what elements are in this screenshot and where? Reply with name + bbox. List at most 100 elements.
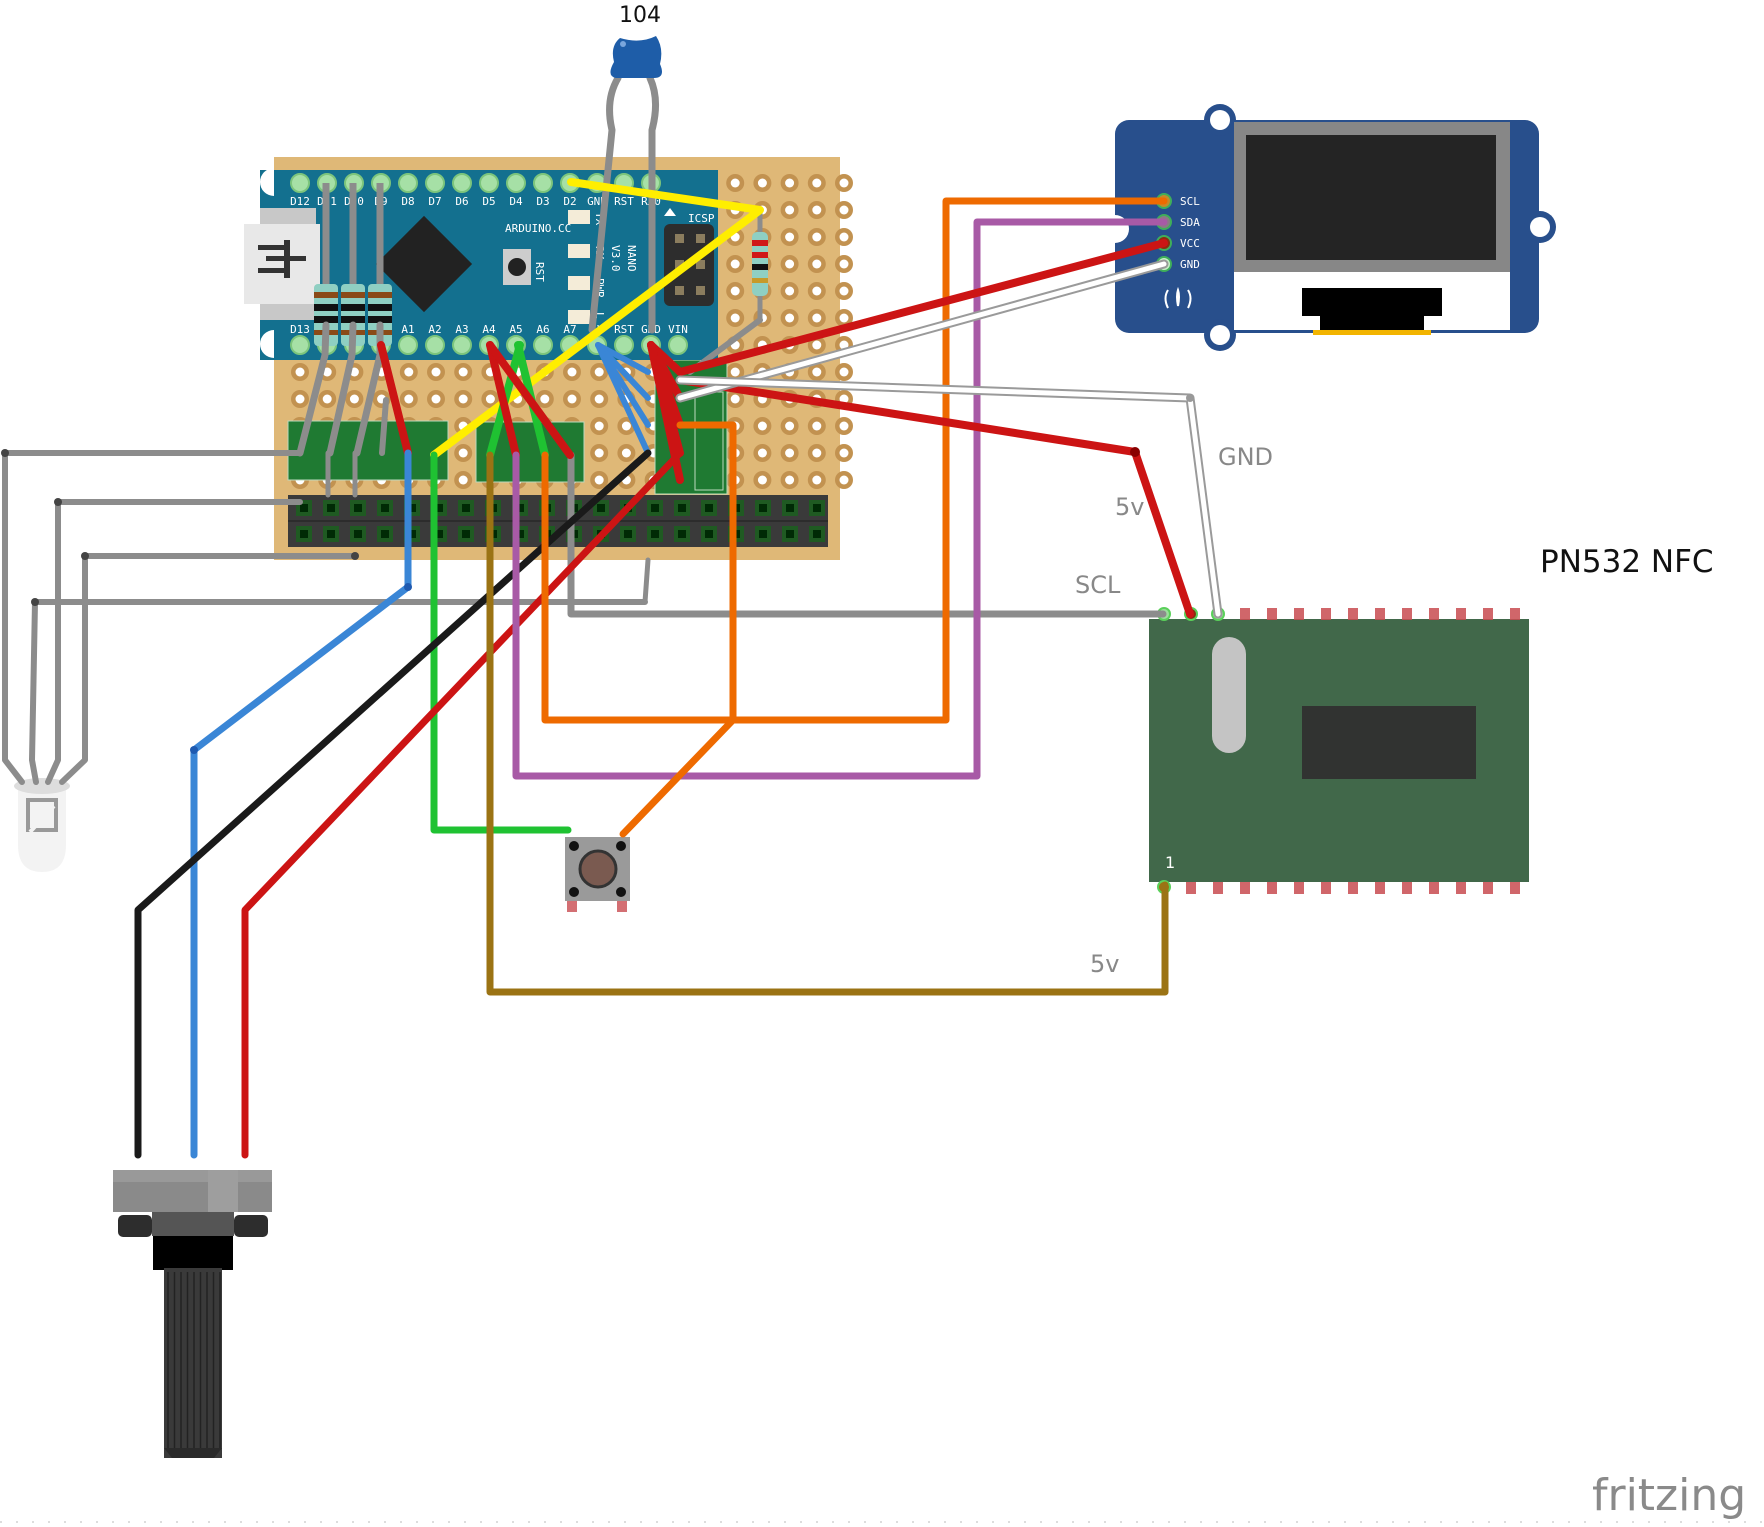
nano-pin-d12[interactable] (290, 173, 310, 193)
push-button[interactable] (565, 837, 630, 912)
wire-red-pot[interactable] (241, 449, 684, 1159)
led-label: L (593, 312, 606, 319)
wire-led-3[interactable] (59, 553, 358, 785)
ceramic-capacitor[interactable] (588, 36, 662, 334)
wire-led-1[interactable] (2, 450, 303, 785)
pullup-resistor[interactable] (752, 210, 768, 320)
nfc-top-pin[interactable] (1348, 608, 1358, 620)
pn532-nfc-module[interactable]: 1 (1149, 607, 1529, 894)
nano-pin-d5[interactable] (479, 173, 499, 193)
nano-pin-label: A2 (428, 323, 441, 336)
nano-pin-d8[interactable] (398, 173, 418, 193)
wire-red-oled-vcc[interactable] (676, 239, 1168, 376)
led-l (568, 310, 590, 324)
wire-yellow[interactable] (430, 178, 764, 459)
nfc-bottom-pin[interactable] (1348, 882, 1358, 894)
nano-pin-label: D3 (536, 195, 549, 208)
nano-model-line2: V3.0 (609, 245, 622, 272)
nfc-bottom-pin[interactable] (1294, 882, 1304, 894)
nano-pin-rst[interactable] (614, 335, 634, 355)
oled-screen (1246, 135, 1496, 260)
nano-pin-label: A5 (509, 323, 522, 336)
wire-led-2[interactable] (45, 499, 303, 785)
nano-pin-label: D4 (509, 195, 523, 208)
rgb-led[interactable] (14, 778, 70, 872)
nano-pin-d3[interactable] (533, 173, 553, 193)
nfc-top-pin[interactable] (1456, 608, 1466, 620)
usb-icon (258, 240, 306, 278)
nfc-bottom-pin[interactable] (1213, 882, 1223, 894)
nfc-top-pin[interactable] (1267, 608, 1277, 620)
power-socket-inner (694, 391, 724, 491)
female-header[interactable] (288, 495, 828, 547)
nfc-bottom-pin[interactable] (1402, 882, 1412, 894)
nfc-chip (1302, 706, 1476, 779)
nfc-bottom-pin[interactable] (1483, 882, 1493, 894)
wire-black-pot[interactable] (134, 449, 652, 1159)
nfc-bottom-pin[interactable] (1456, 882, 1466, 894)
wire-brown-5v[interactable] (486, 451, 1169, 996)
nano-pin-a3[interactable] (452, 335, 472, 355)
oled-pin-label: GND (1180, 258, 1200, 271)
nano-pin-vin[interactable] (668, 335, 688, 355)
nano-pin-label: D12 (290, 195, 310, 208)
grove-logo-icon (1164, 286, 1192, 309)
nfc-top-pin[interactable] (1375, 608, 1385, 620)
wire-orange-scl[interactable] (541, 197, 1168, 724)
nano-pin-label: D6 (455, 195, 468, 208)
nfc-bottom-pin[interactable] (1429, 882, 1439, 894)
arduino-brand: ARDUINO.CC (505, 222, 571, 235)
nfc-top-pin[interactable] (1429, 608, 1439, 620)
icsp-label: ICSP (688, 212, 715, 225)
potentiometer[interactable] (113, 1170, 272, 1458)
nano-pin-d13[interactable] (290, 335, 310, 355)
nano-pin-label: RST (614, 323, 634, 336)
resistor[interactable] (368, 183, 392, 346)
nfc-pins-bottom[interactable] (1157, 880, 1520, 894)
nano-pin-label: D7 (428, 195, 441, 208)
nfc-bottom-pin[interactable] (1267, 882, 1277, 894)
nano-pin-a1[interactable] (398, 335, 418, 355)
nfc-pins-top[interactable] (1157, 607, 1520, 621)
nfc-top-pin[interactable] (1294, 608, 1304, 620)
wire-purple-sda[interactable] (512, 218, 1168, 780)
nfc-bottom-pin[interactable] (1375, 882, 1385, 894)
wire-blue-pot[interactable] (190, 449, 412, 1159)
nfc-top-pin[interactable] (1321, 608, 1331, 620)
nfc-top-pin[interactable] (1402, 608, 1412, 620)
nano-model-line1: NANO (625, 245, 638, 272)
nfc-bottom-pin[interactable] (1321, 882, 1331, 894)
nano-pin-label: A1 (401, 323, 414, 336)
nano-pin-label: A3 (455, 323, 468, 336)
led-tx (568, 210, 590, 224)
nano-pin-d7[interactable] (425, 173, 445, 193)
nano-pin-a6[interactable] (533, 335, 553, 355)
nano-pin-d4[interactable] (506, 173, 526, 193)
wire-label-5v-bottom: 5v (1090, 950, 1119, 978)
nfc-bottom-pin[interactable] (1510, 882, 1520, 894)
nfc-top-pin[interactable] (1483, 608, 1493, 620)
nano-pin-d6[interactable] (452, 173, 472, 193)
led-socket-pcb (287, 420, 449, 481)
nfc-title-label: PN532 NFC (1540, 544, 1714, 580)
nano-pin-label: A7 (563, 323, 576, 336)
nano-pin-a2[interactable] (425, 335, 445, 355)
nfc-bottom-pin[interactable] (1240, 882, 1250, 894)
oled-pin-label: VCC (1180, 237, 1200, 250)
nano-pin-label: VIN (668, 323, 688, 336)
wire-led-4[interactable] (29, 599, 648, 785)
nfc-bottom-pin[interactable] (1186, 882, 1196, 894)
fritzing-watermark: fritzing (1592, 1470, 1746, 1521)
nfc-top-pin[interactable] (1240, 608, 1250, 620)
rst-button-label: RST (533, 262, 546, 282)
wire-scl-nfc[interactable] (567, 451, 1167, 618)
nano-pin-label: RST (614, 195, 634, 208)
nano-pin-label: A4 (482, 323, 496, 336)
wire-green-button[interactable] (430, 451, 572, 834)
potentiometer-knob[interactable] (164, 1268, 222, 1458)
oled-ribbon (1302, 288, 1442, 316)
nano-pin-label: A6 (536, 323, 549, 336)
nfc-top-pin[interactable] (1510, 608, 1520, 620)
